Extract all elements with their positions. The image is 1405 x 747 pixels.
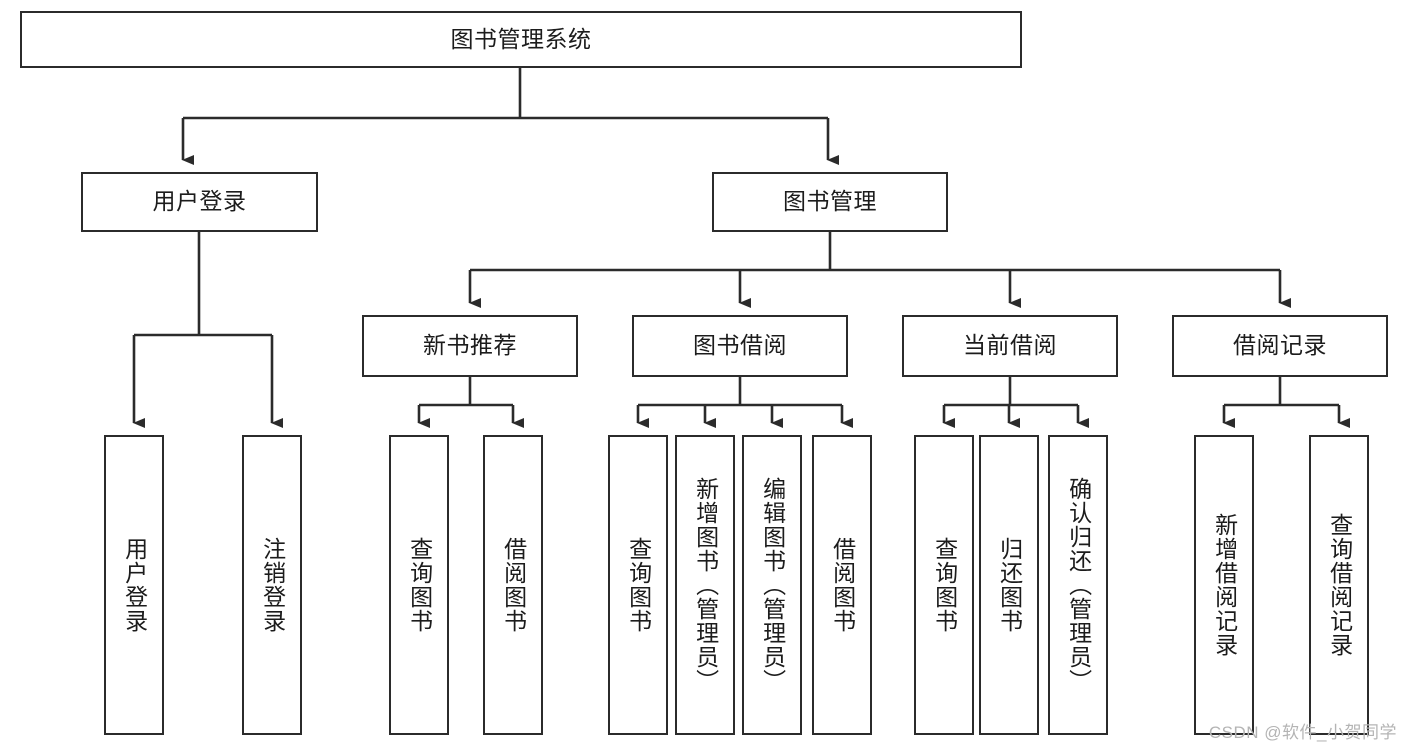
node-book-management[interactable]: 图书管理 [712,172,948,232]
node-label: 查询图书 [625,537,652,633]
node-label: 用户登录 [152,188,247,215]
node-leaf-borrow-book[interactable]: 借阅图书 [812,435,872,735]
node-leaf-query-book-borrow[interactable]: 查询图书 [608,435,668,735]
node-leaf-logout[interactable]: 注销登录 [242,435,302,735]
node-leaf-confirm-return-admin[interactable]: 确认归还（管理员） [1048,435,1108,735]
node-borrow-record[interactable]: 借阅记录 [1172,315,1388,377]
node-label: 图书借阅 [693,332,787,359]
node-label: 当前借阅 [963,332,1057,359]
node-label: 图书管理 [783,188,877,215]
node-label: 新增借阅记录 [1211,513,1238,657]
node-leaf-return-book[interactable]: 归还图书 [979,435,1039,735]
node-label: 确认归还（管理员） [1065,477,1092,693]
node-leaf-edit-book-admin[interactable]: 编辑图书（管理员） [742,435,802,735]
node-label: 查询图书 [406,537,433,633]
node-new-book-recommend[interactable]: 新书推荐 [362,315,578,377]
node-leaf-query-book-current[interactable]: 查询图书 [914,435,974,735]
node-label: 新书推荐 [423,332,517,359]
node-leaf-query-borrow-record[interactable]: 查询借阅记录 [1309,435,1369,735]
node-label: 新增图书（管理员） [692,477,719,693]
node-label: 查询图书 [931,537,958,633]
node-label: 编辑图书（管理员） [759,477,786,693]
node-label: 归还图书 [996,537,1023,633]
node-root-book-management-system[interactable]: 图书管理系统 [20,11,1022,68]
node-user-login[interactable]: 用户登录 [81,172,318,232]
node-label: 注销登录 [259,537,286,633]
node-leaf-add-borrow-record[interactable]: 新增借阅记录 [1194,435,1254,735]
node-current-borrow[interactable]: 当前借阅 [902,315,1118,377]
node-label: 用户登录 [121,537,148,633]
csdn-watermark: CSDN @软件_小贺同学 [1208,723,1397,742]
node-label: 借阅记录 [1233,332,1327,359]
node-label: 查询借阅记录 [1326,513,1353,657]
node-leaf-query-book-recommend[interactable]: 查询图书 [389,435,449,735]
node-leaf-borrow-book-recommend[interactable]: 借阅图书 [483,435,543,735]
node-leaf-add-book-admin[interactable]: 新增图书（管理员） [675,435,735,735]
node-book-borrow[interactable]: 图书借阅 [632,315,848,377]
node-leaf-user-login[interactable]: 用户登录 [104,435,164,735]
node-label: 图书管理系统 [450,25,592,52]
node-label: 借阅图书 [829,537,856,633]
node-label: 借阅图书 [500,537,527,633]
